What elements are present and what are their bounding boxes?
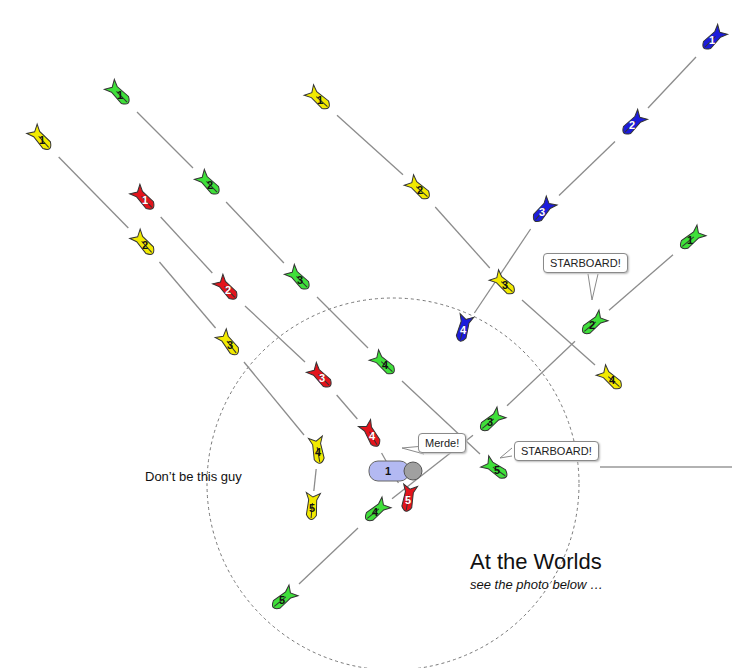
caption-note: see the photo below … [470,577,603,592]
track-line [337,395,358,419]
boat-number: 3 [473,405,507,439]
sailboat: 3 [525,195,559,229]
sailboat: 3 [283,263,317,297]
boat-number: 1 [103,78,137,112]
boat-number: 5 [265,583,299,617]
boat-number: 3 [305,361,339,395]
track-line [507,341,575,406]
boat-number: 2 [615,108,649,142]
sailboat: 1 [695,23,729,57]
boat-number: 5 [295,491,329,525]
boat-number: 1 [128,183,162,217]
speech-bubble: STARBOARD! [514,441,599,461]
boat-number: 1 [368,459,408,483]
sailboat: 5 [265,583,299,617]
sailboat: 1 [673,223,707,257]
mark-buoy [404,462,422,480]
mark-shape [368,459,424,483]
note-text: Don’t be this guy [145,469,242,484]
boat-number: 1 [25,123,59,157]
track-line [244,362,304,435]
sailboat: 1 [128,183,162,217]
speech-bubble: Merde! [418,433,466,453]
sailboat: 2 [615,108,649,142]
track-line [226,202,284,263]
sailboat: 2 [193,168,227,202]
track-line [317,297,368,348]
sailboat: 3 [305,361,339,395]
sailboat: 3 [488,268,522,302]
boat-number: 2 [128,228,162,262]
track-line [59,157,129,228]
sailboat: 2 [575,308,609,342]
boat-number: 4 [301,435,335,469]
track-line [299,528,358,584]
sailboat: 5 [295,491,329,525]
boat-number: 4 [446,313,480,347]
track-line [402,381,480,454]
sailboat: 4 [446,313,480,347]
track-line [161,217,213,273]
sailboat: 4 [368,348,402,382]
sailboat: 1 [303,83,337,117]
boat-number: 3 [525,195,559,229]
track-line [435,207,490,268]
boat-number: 2 [211,273,245,307]
sailboat: 3 [213,328,247,362]
sailboat: 5 [480,453,514,487]
boat-number: 4 [358,495,392,529]
zone-circle [207,298,579,668]
speech-text: Merde! [425,437,459,449]
sailboat: 4 [595,363,629,397]
boat-number: 3 [283,263,317,297]
sailboat: 3 [473,405,507,439]
track-line [159,262,215,328]
sailboat: 1 [25,123,59,157]
boat-number: 1 [673,223,707,257]
track-line [559,141,615,195]
boat-number: 4 [355,419,389,453]
sailboat: 2 [128,228,162,262]
boat-number: 3 [488,268,522,302]
sailboat: 4 [301,435,335,469]
bubble-tail [588,274,598,300]
boat-number: 5 [480,453,514,487]
committee-boat: 1 [368,459,424,483]
layline [600,466,732,468]
sailboat: 4 [358,495,392,529]
boat-number: 5 [391,483,425,517]
sailboat: 2 [403,173,437,207]
speech-text: STARBOARD! [550,257,621,269]
track-line [474,229,530,313]
sailboat: 2 [211,273,245,307]
bubble-tail [500,448,512,458]
boat-number: 4 [595,363,629,397]
track-line [337,115,403,174]
boat-number: 1 [303,83,337,117]
sailboat: 1 [103,78,137,112]
speech-bubble: STARBOARD! [543,253,628,273]
boat-number: 2 [193,168,227,202]
sailboat: 4 [355,419,389,453]
track-line [314,469,316,491]
boat-number: 3 [213,328,247,362]
boat-number: 2 [403,173,437,207]
boat-number: 1 [695,23,729,57]
caption-title: At the Worlds [470,549,602,575]
speech-text: STARBOARD! [521,445,592,457]
boat-number: 2 [575,308,609,342]
boat-number: 4 [368,348,402,382]
track-line [648,57,696,108]
track-line [245,306,305,362]
track-line [137,112,193,168]
sailboat: 5 [391,483,425,517]
